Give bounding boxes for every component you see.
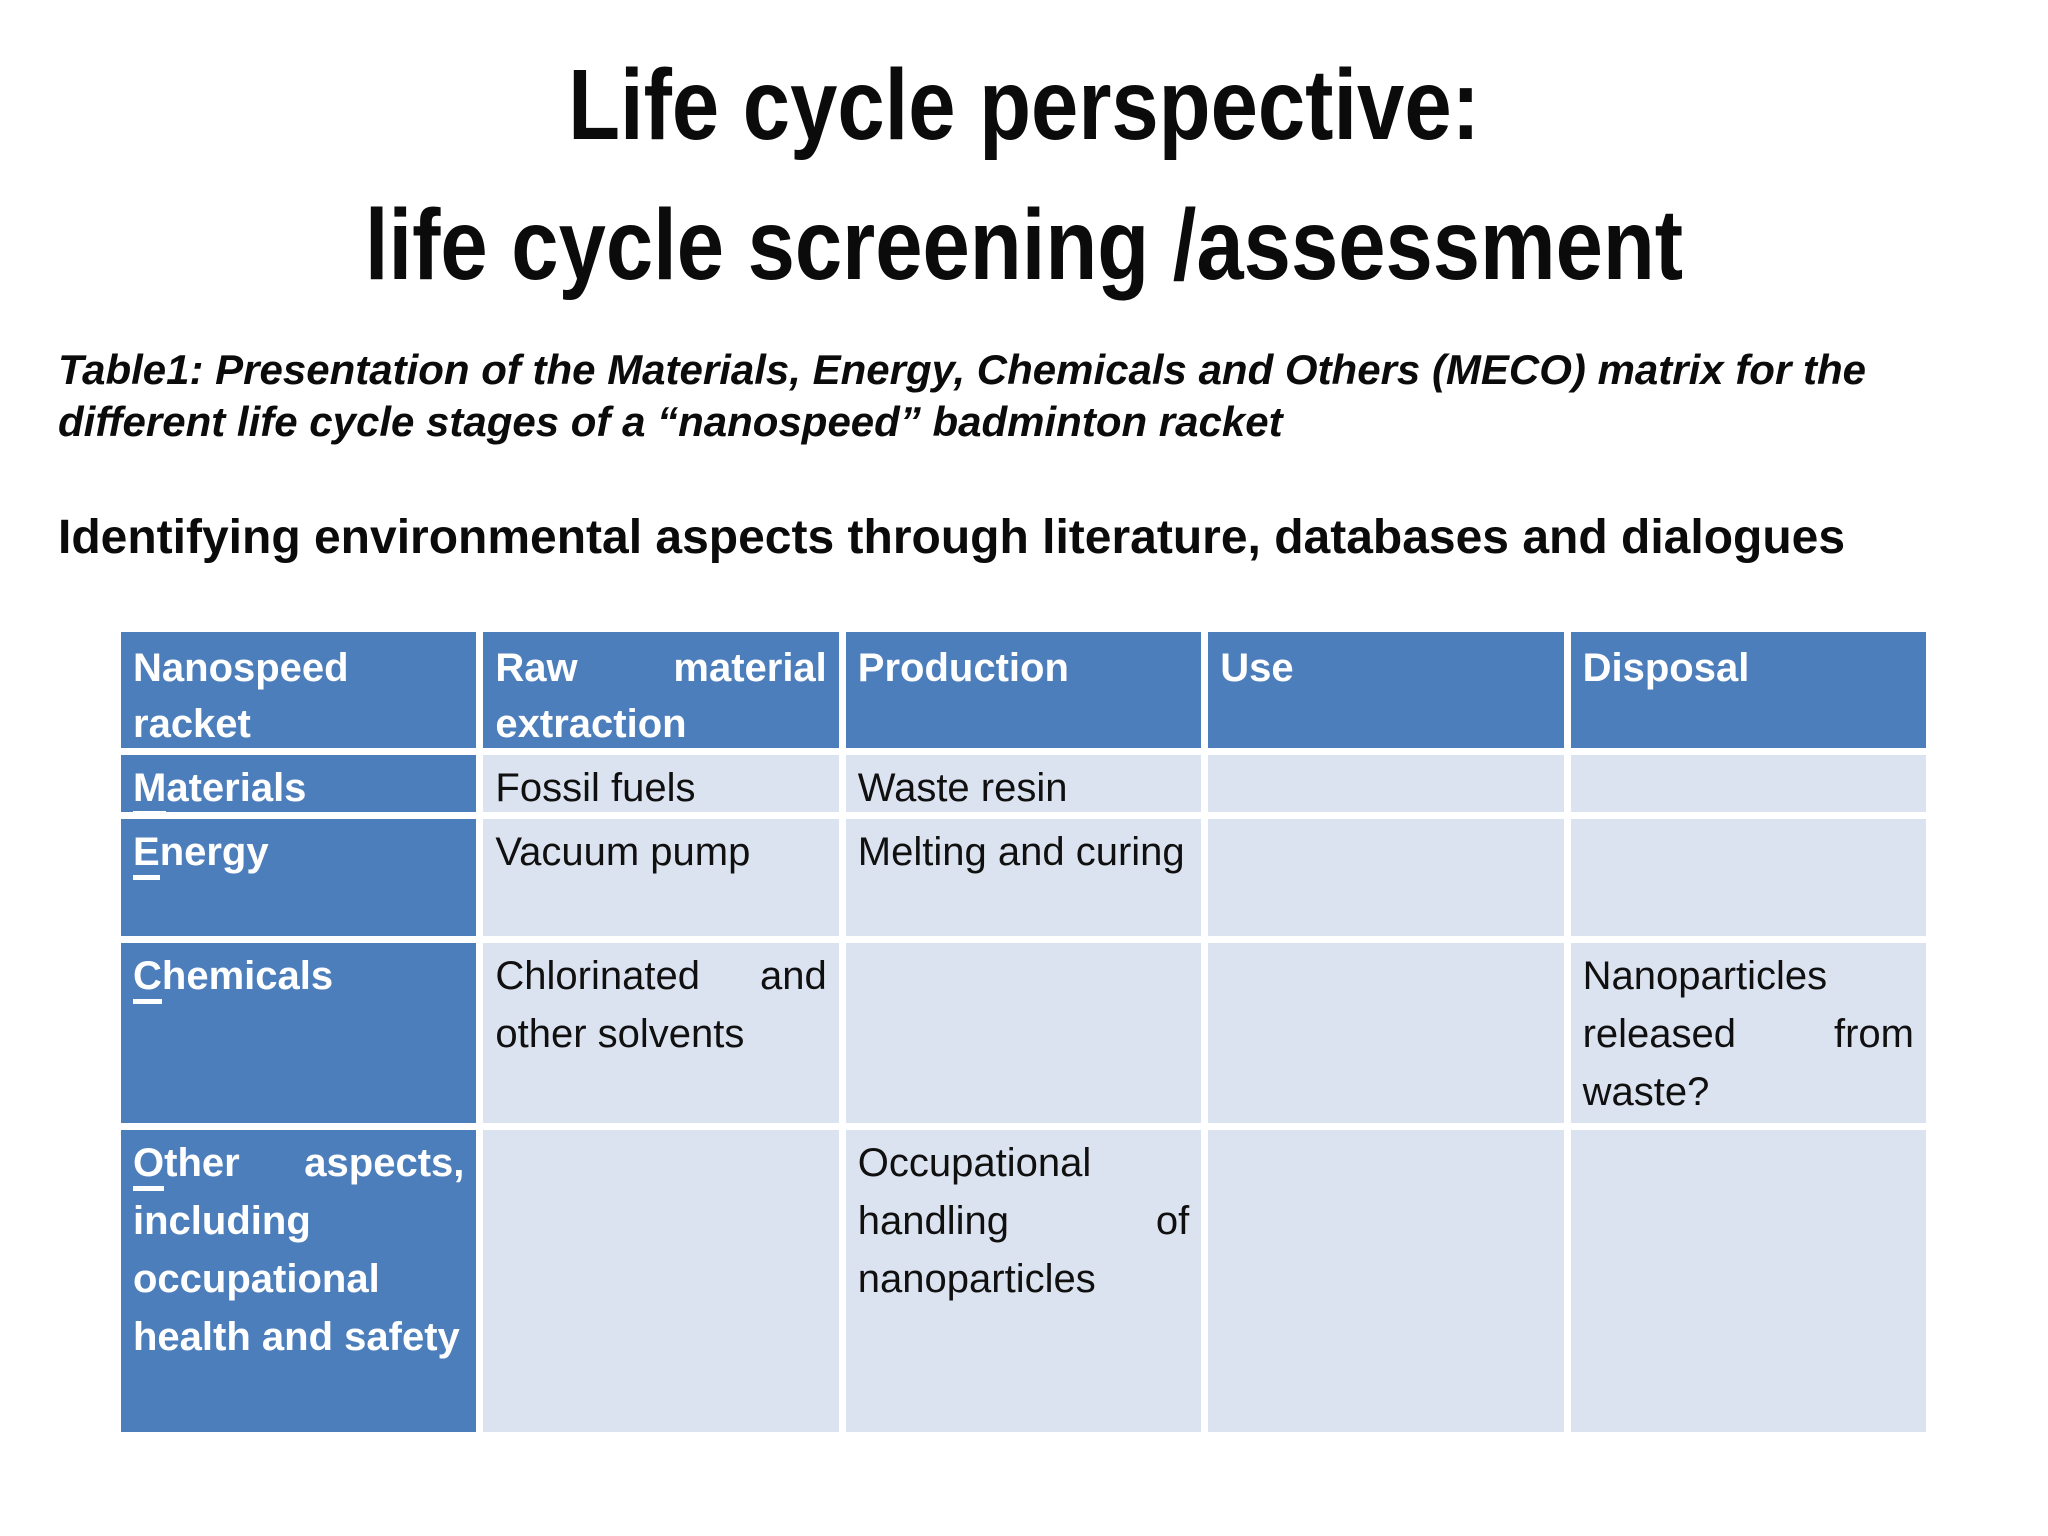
subheading: Identifying environmental aspects throug…	[58, 511, 1846, 564]
cell-materials-disposal	[1570, 755, 1926, 812]
row-label-chemicals: Chemicals	[121, 943, 477, 1123]
table-caption: Table1: Presentation of the Materials, E…	[58, 346, 1866, 445]
cell-energy-disposal	[1570, 819, 1926, 936]
cell-other-use	[1208, 1130, 1564, 1432]
row-label-other-aspects-initial: O	[133, 1141, 165, 1191]
row-label-materials: Materials	[121, 755, 477, 812]
row-label-materials-initial: M	[133, 766, 167, 812]
header-nanospeed-racket: Nanospeed racket	[121, 632, 477, 748]
row-label-energy-initial: E	[133, 830, 160, 880]
cell-materials-production: Waste resin	[845, 755, 1202, 812]
row-label-chemicals-rest: hemicals	[161, 954, 334, 998]
cell-other-disposal	[1570, 1130, 1926, 1432]
header-disposal: Disposal	[1570, 632, 1926, 748]
cell-energy-raw-material: Vacuum pump	[483, 819, 839, 936]
row-label-other-aspects: Other aspects, including occupational he…	[121, 1130, 477, 1432]
meco-table: Nanospeed racket Raw material extraction…	[121, 632, 1926, 1432]
cell-other-raw-material	[483, 1130, 839, 1432]
header-production: Production	[845, 632, 1202, 748]
cell-energy-use	[1208, 819, 1564, 936]
row-label-energy-rest: nergy	[159, 830, 269, 874]
header-use: Use	[1208, 632, 1564, 748]
row-label-materials-rest: aterials	[166, 766, 307, 810]
page-title-line1: Life cycle perspective:	[568, 49, 1480, 161]
cell-materials-use	[1208, 755, 1564, 812]
cell-energy-production: Melting and curing	[845, 819, 1202, 936]
cell-chemicals-raw-material: Chlorinated and other solvents	[483, 943, 839, 1123]
cell-materials-raw-material: Fossil fuels	[483, 755, 839, 812]
row-label-chemicals-initial: C	[133, 954, 162, 1004]
cell-chemicals-use	[1208, 943, 1564, 1123]
cell-chemicals-disposal: Nanoparticles released from waste?	[1570, 943, 1926, 1123]
row-label-other-aspects-rest: ther aspects, including occupational hea…	[133, 1141, 465, 1359]
page-title-line2: life cycle screening /assessment	[364, 189, 1684, 301]
page-title: Life cycle perspective: life cycle scree…	[0, 35, 2048, 315]
row-label-energy: Energy	[121, 819, 477, 936]
cell-other-production: Occupational handling of nanoparticles	[845, 1130, 1202, 1432]
cell-chemicals-production	[845, 943, 1202, 1123]
header-raw-material-extraction: Raw material extraction	[483, 632, 839, 748]
